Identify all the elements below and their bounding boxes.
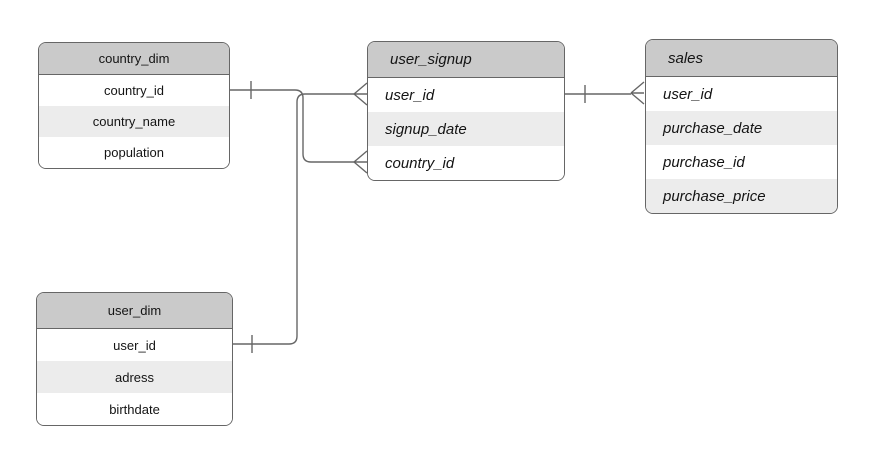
field-label: user_id: [113, 337, 156, 353]
field-row-birthdate[interactable]: birthdate: [37, 393, 232, 425]
crow-foot-many-icon: [353, 82, 368, 106]
field-label: adress: [114, 369, 155, 385]
field-row-user-id[interactable]: user_id: [646, 77, 837, 111]
entity-title: country_dim: [98, 51, 170, 66]
field-label: country_id: [385, 154, 455, 172]
field-row-purchase-id[interactable]: purchase_id: [646, 145, 837, 179]
entity-title: user_signup: [390, 51, 472, 68]
entity-title: sales: [668, 49, 704, 67]
field-label: purchase_price: [663, 187, 766, 205]
field-label: population: [104, 145, 164, 160]
field-label: user_id: [385, 86, 435, 104]
crow-foot-many-icon: [353, 150, 368, 174]
entity-user-signup[interactable]: user_signup user_id signup_date country_…: [367, 41, 565, 181]
relationship-path: [230, 89, 354, 163]
field-row-purchase-date[interactable]: purchase_date: [646, 111, 837, 145]
field-label: country_id: [104, 83, 164, 98]
entity-sales-header[interactable]: sales: [646, 40, 837, 77]
entity-country-dim[interactable]: country_dim country_id country_name popu…: [38, 42, 230, 169]
field-row-user-id[interactable]: user_id: [37, 329, 232, 361]
field-label: user_id: [663, 85, 713, 103]
field-row-user-id[interactable]: user_id: [368, 78, 564, 112]
field-row-country-id[interactable]: country_id: [368, 146, 564, 180]
entity-sales[interactable]: sales user_id purchase_date purchase_id …: [645, 39, 838, 214]
entity-user-signup-header[interactable]: user_signup: [368, 42, 564, 78]
field-row-population[interactable]: population: [39, 137, 229, 168]
field-label: purchase_date: [663, 119, 763, 137]
field-row-country-name[interactable]: country_name: [39, 106, 229, 137]
field-row-signup-date[interactable]: signup_date: [368, 112, 564, 146]
field-row-purchase-price[interactable]: purchase_price: [646, 179, 837, 213]
relationship-path: [233, 93, 354, 345]
crow-foot-many-icon: [630, 81, 645, 105]
field-row-adress[interactable]: adress: [37, 361, 232, 393]
entity-user-dim[interactable]: user_dim user_id adress birthdate: [36, 292, 233, 426]
field-label: signup_date: [385, 120, 467, 138]
relationship-country_dim-user_signup[interactable]: [230, 81, 368, 174]
field-row-country-id[interactable]: country_id: [39, 75, 229, 106]
relationship-user_dim-user_signup[interactable]: [233, 82, 368, 353]
field-label: birthdate: [109, 401, 160, 417]
entity-title: user_dim: [107, 303, 162, 318]
field-label: country_name: [92, 114, 176, 129]
entity-user-dim-header[interactable]: user_dim: [37, 293, 232, 329]
field-label: purchase_id: [663, 153, 745, 171]
entity-country-dim-header[interactable]: country_dim: [39, 43, 229, 75]
relationship-user_signup-sales[interactable]: [565, 81, 645, 105]
